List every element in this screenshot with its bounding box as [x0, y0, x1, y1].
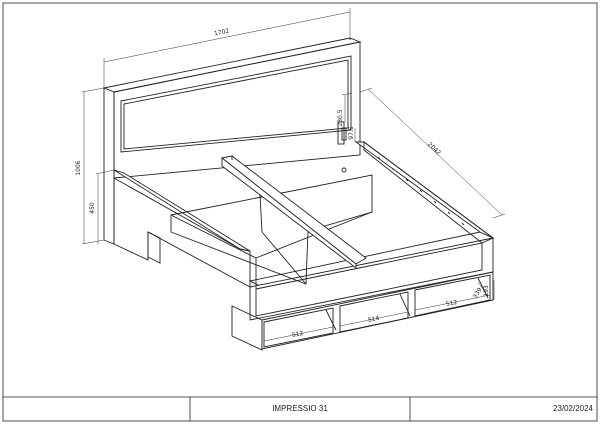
central-beam: [220, 155, 367, 269]
drawer-right-label: 512: [445, 299, 458, 308]
gap-height-label: 230.5: [337, 109, 344, 126]
drawer-middle-label: 514: [367, 315, 380, 324]
drawer-height-label: 193: [483, 285, 490, 297]
overall-width-label: 1702: [214, 28, 231, 38]
frame-height-label: 450: [89, 202, 96, 214]
product-name: IMPRESSIO 31: [272, 404, 328, 413]
rail-height-label: 97.5: [348, 126, 355, 140]
drawer-left-label: 512: [291, 330, 304, 339]
headboard: [102, 37, 362, 245]
headboard-height-label: 1006: [75, 160, 82, 175]
sheet-frame: [2, 2, 598, 422]
drawing-date: 23/02/2024: [552, 404, 593, 413]
dimension-lines: [81, 8, 506, 342]
overall-length-label: 2042: [426, 141, 442, 157]
drawer-depth-label: 339: [472, 286, 484, 300]
bed-frame: [113, 121, 495, 351]
